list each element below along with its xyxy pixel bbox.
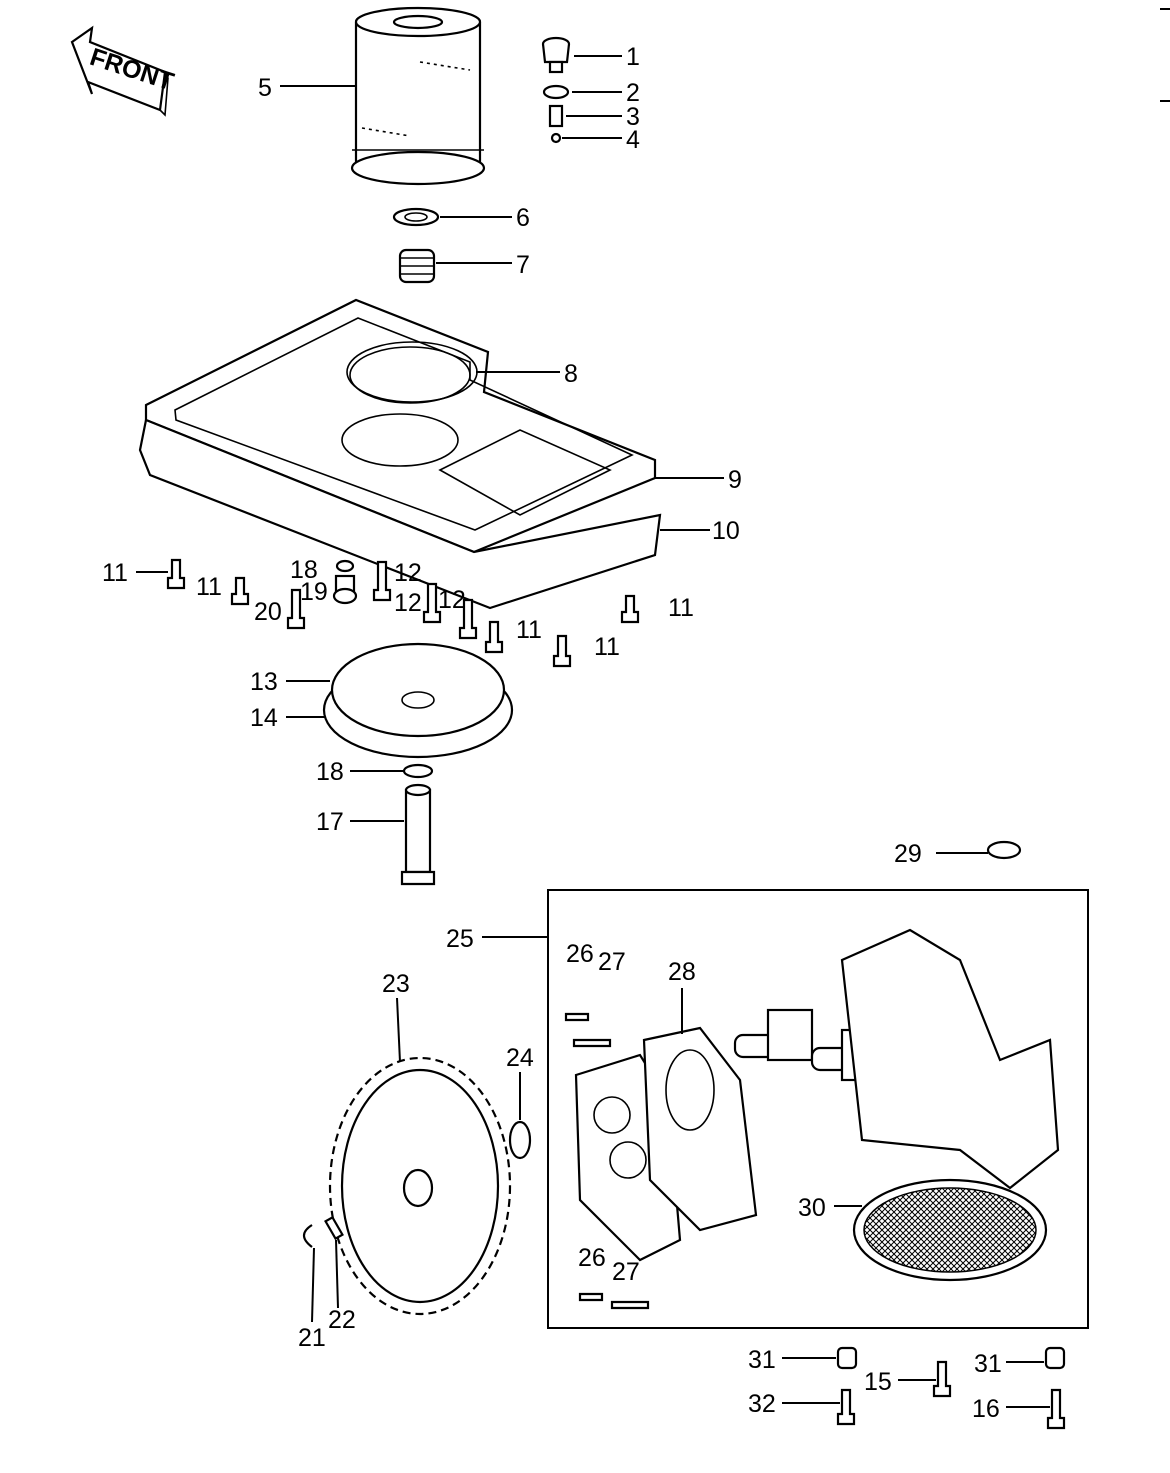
callout-18-a: 18: [290, 556, 318, 584]
bolt-icons: [166, 558, 640, 668]
edge-mark: [1160, 100, 1170, 102]
bottom-bolt-icons: [836, 1360, 1066, 1430]
callout-32: 32: [748, 1390, 776, 1418]
callout-25: 25: [446, 925, 474, 953]
callout-5: 5: [258, 74, 272, 102]
callout-27-a: 27: [598, 948, 626, 976]
callout-6: 6: [516, 204, 530, 232]
callout-2: 2: [626, 79, 640, 107]
callout-26-a: 26: [566, 940, 594, 968]
callout-14: 14: [250, 704, 278, 732]
pin-icon: [324, 1215, 344, 1241]
callout-12-a: 12: [394, 559, 422, 587]
callout-22: 22: [328, 1306, 356, 1334]
callout-16: 16: [972, 1395, 1000, 1423]
callout-11-c: 11: [516, 616, 542, 644]
spring-icon: [548, 104, 564, 128]
washer-icon: [542, 84, 570, 100]
callout-11-a: 11: [102, 559, 128, 587]
gear-icon: [328, 1056, 512, 1316]
oil-filter-icon: [350, 6, 486, 186]
callout-11-e: 11: [668, 594, 694, 622]
pump-gasket-icon: [642, 1026, 758, 1232]
callout-10: 10: [712, 517, 740, 545]
callout-28: 28: [668, 958, 696, 986]
o-ring-small-icon: [402, 763, 434, 779]
clip-icon: [302, 1224, 313, 1248]
callout-24: 24: [506, 1044, 534, 1072]
callout-9: 9: [728, 466, 742, 494]
callout-31-b: 31: [974, 1350, 1002, 1378]
oil-pan-gasket-icon: [144, 298, 657, 554]
callout-11-d: 11: [594, 633, 620, 661]
strainer-plate-icon: [322, 642, 514, 759]
seal-icon: [986, 840, 1022, 860]
front-arrow-icon: FRONT: [70, 25, 177, 117]
callout-21: 21: [298, 1324, 326, 1352]
drain-plug-icon: [332, 574, 358, 605]
callout-30: 30: [798, 1194, 826, 1222]
filter-spring-icon: [398, 248, 436, 284]
callout-8: 8: [564, 360, 578, 388]
callout-26-b: 26: [578, 1244, 606, 1272]
ball-icon: [550, 132, 562, 144]
edge-mark: [1160, 8, 1170, 10]
oil-pipe-icon: [400, 783, 436, 886]
callout-15: 15: [864, 1368, 892, 1396]
ring-icon: [335, 559, 355, 573]
callout-19: 19: [300, 578, 328, 606]
callout-23: 23: [382, 970, 410, 998]
callout-13: 13: [250, 668, 278, 696]
relief-plug-icon: [541, 36, 571, 74]
screw-icons: [564, 1012, 650, 1310]
leader-lines: [136, 55, 1050, 1408]
callout-20: 20: [254, 598, 282, 626]
callout-7: 7: [516, 251, 530, 279]
callout-12-c: 12: [438, 586, 466, 614]
callouts: 1 2 3 4 5 6 7 8 9 10 11 11 11 11 11 12 1…: [102, 43, 1002, 1423]
callout-1: 1: [626, 43, 640, 71]
callout-17: 17: [316, 808, 344, 836]
strainer-icon: [852, 1178, 1048, 1282]
callout-29: 29: [894, 840, 922, 868]
callout-3: 3: [626, 103, 640, 131]
callout-4: 4: [626, 126, 640, 154]
oil-pan-icon: [138, 413, 662, 610]
collar-icons: [836, 1346, 1066, 1370]
callout-27-b: 27: [612, 1258, 640, 1286]
gasket-ring-icon: [392, 207, 440, 227]
oil-pump-assembly-box: [547, 889, 1089, 1329]
oil-pump-icon: [733, 928, 1060, 1190]
callout-18-b: 18: [316, 758, 344, 786]
callout-12-b: 12: [394, 589, 422, 617]
callout-11-b: 11: [196, 573, 222, 601]
washer-large-icon: [508, 1120, 532, 1160]
callout-31-a: 31: [748, 1346, 776, 1374]
